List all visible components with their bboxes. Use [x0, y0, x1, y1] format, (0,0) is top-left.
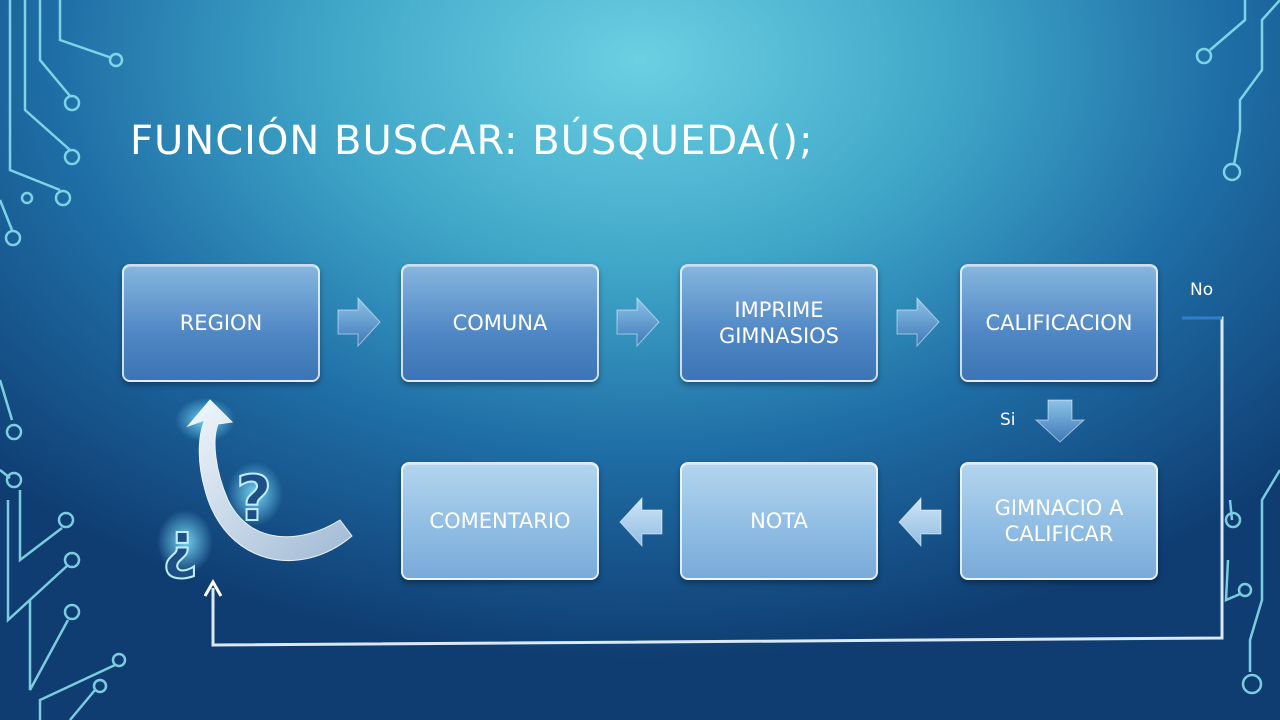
inverted-question-mark-icon: ¿	[157, 507, 213, 582]
flow-box-imprime-gimnasios: IMPRIME GIMNASIOS	[680, 264, 878, 382]
branch-label-no: No	[1190, 280, 1214, 300]
flow-box-nota: NOTA	[680, 462, 878, 580]
question-mark-icon: ?	[227, 461, 283, 536]
curved-arrow-icon	[175, 398, 353, 561]
loop-arrowhead	[203, 578, 223, 597]
flow-box-comentario: COMENTARIO	[401, 462, 599, 580]
svg-text:?: ?	[236, 462, 272, 535]
arrow-right-2	[616, 296, 660, 348]
slide-title: Función buscar: búsqueda();	[130, 118, 814, 164]
branch-label-si: Si	[1000, 410, 1016, 430]
arrow-right-1	[337, 296, 381, 348]
flow-box-comuna: COMUNA	[401, 264, 599, 382]
arrow-down	[1034, 399, 1086, 443]
flow-box-gimnacio-a-calificar: GIMNACIO A CALIFICAR	[960, 462, 1158, 580]
arrow-left-2	[619, 496, 663, 548]
loop-back-line	[211, 316, 1224, 647]
flow-box-calificacion: CALIFICACION	[960, 264, 1158, 382]
svg-text:¿: ¿	[162, 508, 198, 581]
flow-box-region: REGION	[122, 264, 320, 382]
arrow-left-1	[898, 496, 942, 548]
arrow-right-3	[896, 296, 940, 348]
